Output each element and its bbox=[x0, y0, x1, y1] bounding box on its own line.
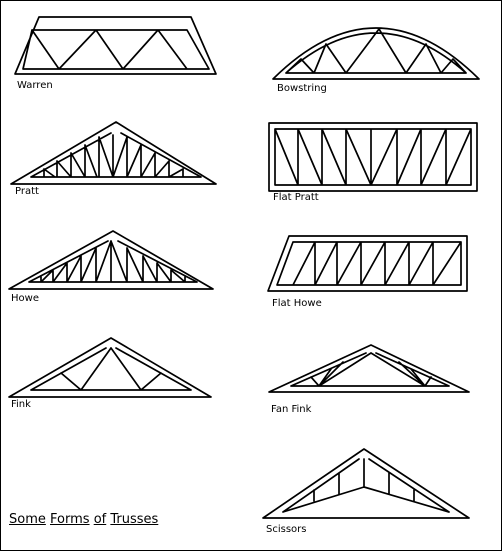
truss-fink bbox=[8, 337, 212, 398]
figure-caption: Some Forms of Trusses bbox=[9, 512, 159, 527]
label-howe: Howe bbox=[11, 293, 39, 304]
truss-flat-howe bbox=[267, 235, 468, 292]
label-bowstring: Bowstring bbox=[277, 83, 327, 94]
truss-scissors bbox=[262, 448, 470, 519]
label-fink: Fink bbox=[11, 399, 31, 410]
truss-warren bbox=[14, 16, 217, 75]
caption-word-trusses: Trusses bbox=[110, 512, 159, 527]
label-warren: Warren bbox=[17, 80, 53, 91]
caption-word-some: Some bbox=[9, 512, 46, 527]
truss-howe bbox=[8, 230, 214, 290]
truss-flat-pratt bbox=[268, 122, 478, 192]
label-pratt: Pratt bbox=[15, 186, 39, 197]
label-flat-howe: Flat Howe bbox=[272, 298, 322, 309]
truss-bowstring bbox=[272, 27, 480, 80]
label-flat-pratt: Flat Pratt bbox=[273, 192, 319, 203]
truss-fan-fink bbox=[268, 344, 470, 393]
label-scissors: Scissors bbox=[266, 524, 307, 535]
caption-word-forms: Forms bbox=[50, 512, 90, 527]
label-fan-fink: Fan Fink bbox=[271, 404, 312, 415]
caption-word-of: of bbox=[93, 512, 107, 527]
truss-pratt bbox=[10, 121, 217, 185]
